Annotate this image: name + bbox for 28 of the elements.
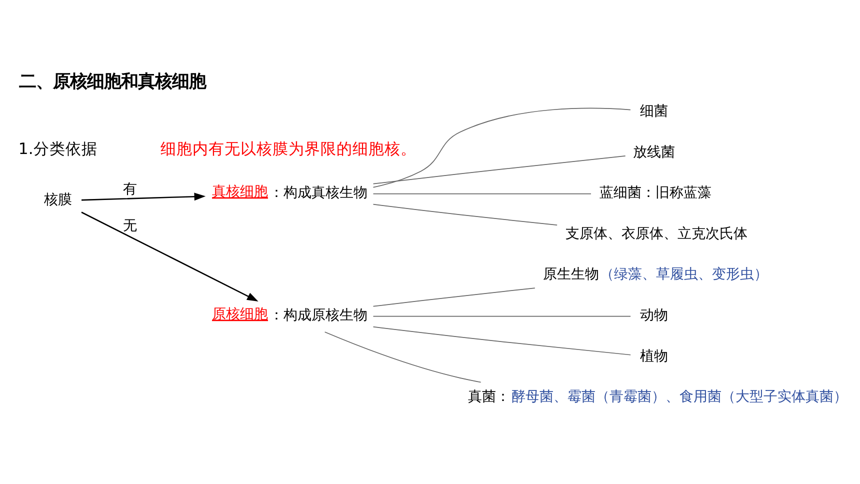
node-text: 核膜 [44, 192, 72, 208]
node-text: 原核细胞：构成原核生物 [212, 306, 368, 324]
node-text: 原生生物 [542, 266, 599, 283]
node-text: 放线菌 [633, 144, 676, 160]
label: 1.分类依据 [18, 139, 98, 158]
connector [372, 288, 536, 307]
edge-label: 有 [122, 182, 137, 198]
connector [324, 332, 482, 383]
node-text: 植物 [640, 348, 668, 364]
edge-label: 无 [122, 218, 137, 234]
connector [372, 326, 631, 356]
connector [372, 155, 626, 184]
connector [372, 193, 592, 194]
arrow [81, 192, 206, 201]
connector [372, 316, 631, 317]
diagram-title: 二、原核细胞和真核细胞 [18, 72, 206, 92]
node-text: 真核细胞：构成真核生物 [212, 184, 368, 202]
node-text: 细菌 [640, 103, 668, 120]
arrow [81, 212, 258, 302]
node-text: 动物 [640, 308, 668, 324]
node-label: （绿藻、草履虫、变形虫） [600, 266, 768, 283]
connector [372, 204, 558, 226]
node-text: 蓝细菌：旧称蓝藻 [599, 185, 712, 202]
label: 细胞内有无以核膜为界限的细胞核。 [160, 139, 416, 158]
node-label: 酵母菌、霉菌（青霉菌）、食用菌（大型子实体真菌） [512, 389, 848, 406]
connector [372, 108, 631, 188]
node-text: 真菌： [468, 389, 510, 406]
node-text: 支原体、衣原体、立克次氏体 [565, 226, 748, 242]
